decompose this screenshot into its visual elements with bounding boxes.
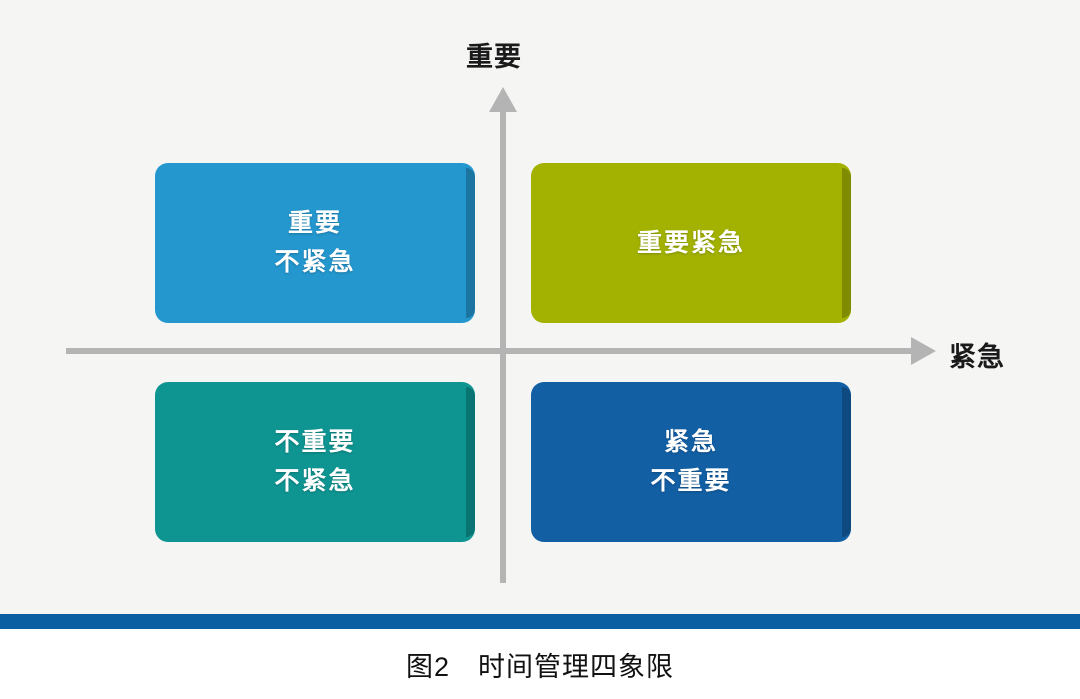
quadrant-label-line: 不紧急	[274, 467, 356, 495]
vertical-axis-label: 重要	[466, 42, 522, 72]
quadrant-label-line: 不紧急	[274, 248, 356, 276]
horizontal-axis-label: 紧急	[949, 342, 1005, 372]
quadrant-label-line: 不重要	[274, 428, 356, 457]
quadrant-not-important-not-urgent: 不重要 不紧急	[155, 382, 475, 542]
caption-area: 图2 时间管理四象限	[0, 629, 1080, 699]
horizontal-axis-line	[66, 348, 915, 354]
figure-caption: 图2 时间管理四象限	[405, 651, 675, 682]
quadrant-label-line: 重要	[287, 209, 342, 238]
quadrant-label-line: 紧急	[663, 428, 718, 457]
quadrant-label-line: 重要紧急	[636, 228, 745, 257]
vertical-axis-line	[500, 100, 506, 583]
arrow-right-icon	[911, 337, 936, 365]
arrow-up-icon	[489, 87, 517, 112]
quadrant-urgent-not-important: 紧急 不重要	[531, 382, 851, 542]
quadrant-important-not-urgent: 重要 不紧急	[155, 163, 475, 323]
quadrant-important-urgent: 重要紧急	[531, 163, 851, 323]
footer-divider-rule	[0, 614, 1080, 629]
quadrant-label-line: 不重要	[650, 467, 732, 495]
